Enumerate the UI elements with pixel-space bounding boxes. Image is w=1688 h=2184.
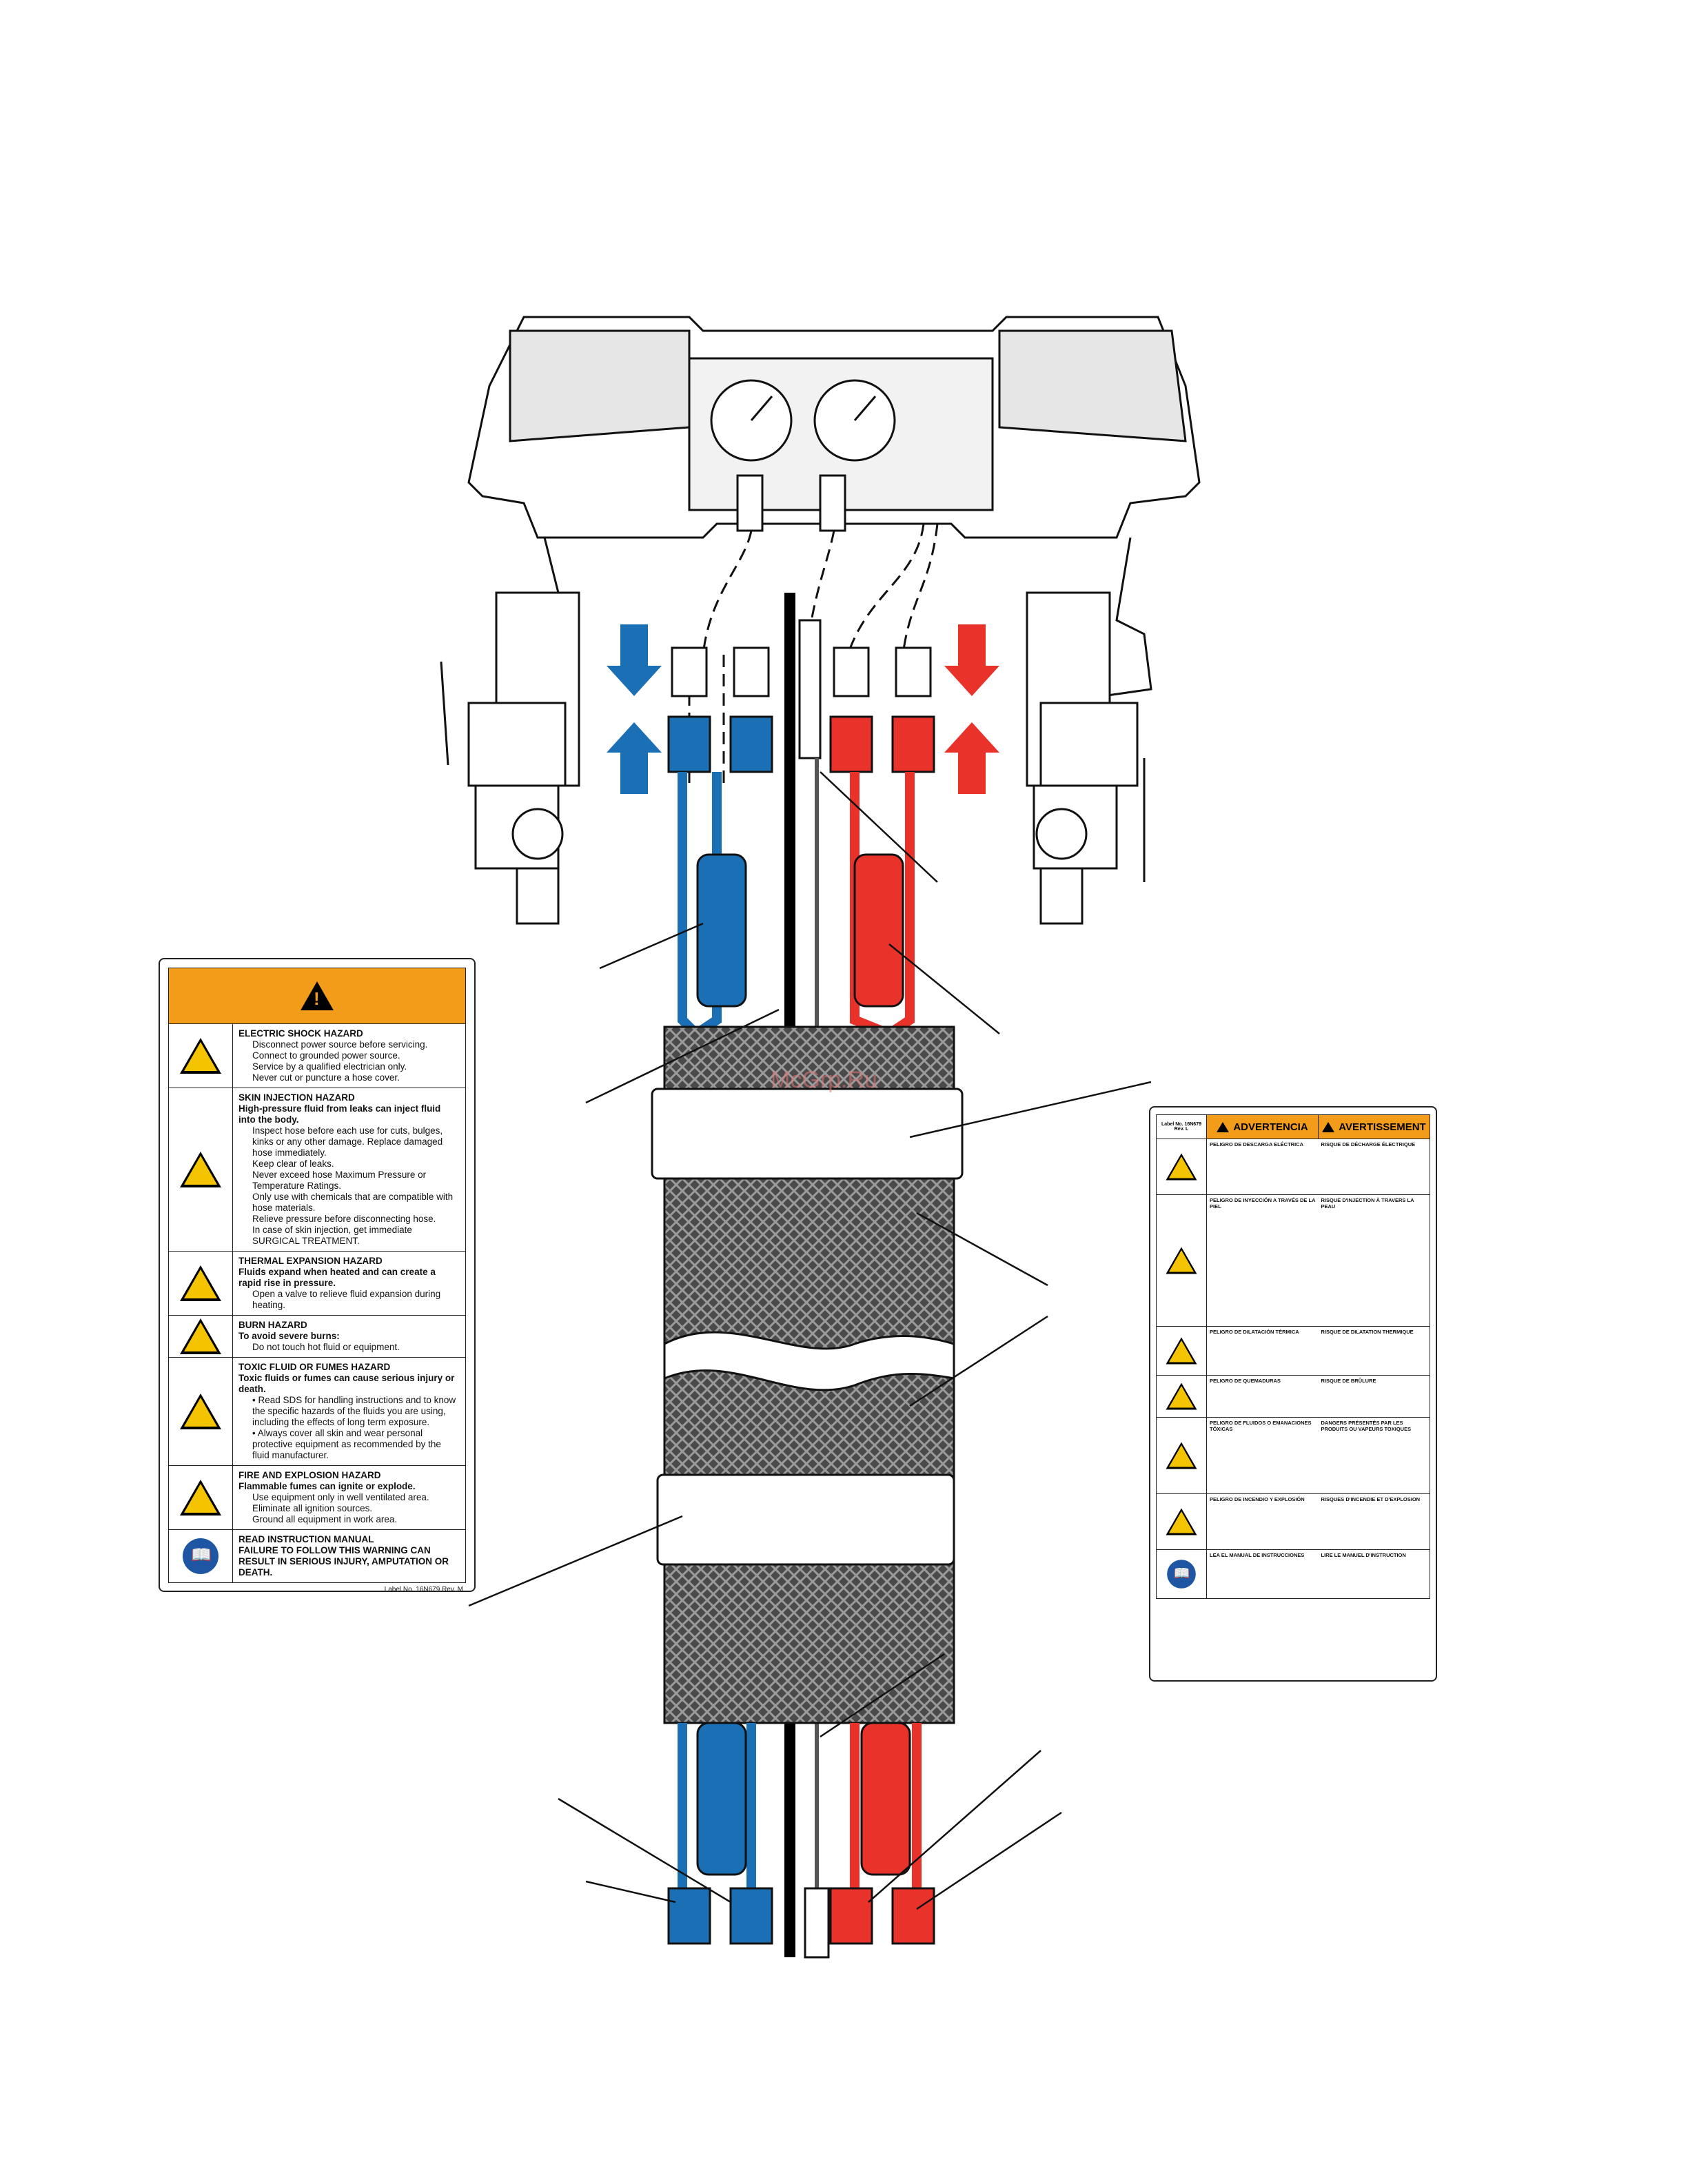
hazard-row-toxic: TOXIC FLUID OR FUMES HAZARD Toxic fluids…	[169, 1358, 465, 1466]
hazard-row-thermal: THERMAL EXPANSION HAZARD Fluids expand w…	[169, 1252, 465, 1316]
thermal-expansion-icon	[1166, 1337, 1197, 1365]
read-manual-icon	[183, 1538, 218, 1574]
ml-row-toxic: PELIGRO DE FLUIDOS O EMANACIONES TÓXICAS…	[1157, 1418, 1430, 1494]
fire-explosion-icon	[180, 1480, 221, 1515]
label-number: Label No. 16N679 Rev. M	[384, 1586, 463, 1592]
header-advertencia: ADVERTENCIA	[1207, 1115, 1319, 1139]
cold-hose-fittings-top	[667, 715, 773, 773]
label-number-ml: Label No. 16N679 Rev. L	[1157, 1115, 1207, 1139]
hazard-row-fire: FIRE AND EXPLOSION HAZARD Flammable fume…	[169, 1466, 465, 1530]
hazard-row-electric: ELECTRIC SHOCK HAZARD Disconnect power s…	[169, 1024, 465, 1088]
cold-flow-arrows	[607, 624, 662, 794]
warning-triangle-icon	[1217, 1121, 1230, 1132]
read-manual-icon	[1167, 1560, 1196, 1589]
thermal-expansion-icon	[180, 1265, 221, 1301]
warning-label-multilingual: Label No. 16N679 Rev. L ADVERTENCIA AVER…	[1149, 1106, 1437, 1682]
top-fittings	[671, 619, 932, 759]
hazard-row-burn: BURN HAZARD To avoid severe burns: Do no…	[169, 1316, 465, 1358]
ml-row-skin-injection: PELIGRO DE INYECCIÓN A TRAVÉS DE LA PIEL…	[1157, 1195, 1430, 1327]
callout-lines	[468, 771, 1152, 1910]
right-valve-assembly	[1026, 591, 1146, 925]
ml-row-read-manual: LEA EL MANUAL DE INSTRUCCIONES LIRE LE M…	[1157, 1550, 1430, 1599]
ml-row-electric: PELIGRO DE DESCARGA ELÉCTRICA RISQUE DE …	[1157, 1139, 1430, 1195]
hazard-title: ELECTRIC SHOCK HAZARD	[238, 1028, 363, 1039]
watermark: McGrp.Ru	[771, 1067, 877, 1093]
warning-label-english: ELECTRIC SHOCK HAZARD Disconnect power s…	[159, 958, 476, 1592]
burn-icon	[180, 1318, 221, 1354]
hot-hose-fittings-top	[829, 715, 935, 773]
cold-hoses-lower	[667, 1722, 773, 1945]
electric-shock-icon	[1166, 1153, 1197, 1181]
warning-rows: ELECTRIC SHOCK HAZARD Disconnect power s…	[168, 1024, 466, 1583]
hazard-row-skin-injection: SKIN INJECTION HAZARD High-pressure flui…	[169, 1088, 465, 1252]
skin-injection-icon	[1166, 1247, 1197, 1274]
fire-explosion-icon	[1166, 1508, 1197, 1535]
electric-shock-icon	[180, 1038, 221, 1074]
hot-hoses-lower	[829, 1722, 935, 1945]
bottom-connector	[804, 1887, 830, 1959]
toxic-fumes-icon	[1166, 1442, 1197, 1469]
multilingual-header: Label No. 16N679 Rev. L ADVERTENCIA AVER…	[1156, 1114, 1430, 1139]
burn-icon	[1166, 1382, 1197, 1410]
multilingual-rows: PELIGRO DE DESCARGA ELÉCTRICA RISQUE DE …	[1156, 1139, 1430, 1599]
hot-flow-arrows	[944, 624, 999, 794]
toxic-fumes-icon	[180, 1394, 221, 1429]
skin-injection-icon	[180, 1152, 221, 1187]
ml-row-burn: PELIGRO DE QUEMADURAS RISQUE DE BRÛLURE	[1157, 1376, 1430, 1418]
warning-header	[168, 968, 466, 1024]
warning-triangle-icon	[1322, 1121, 1335, 1132]
cold-hoses-upper	[678, 772, 747, 1041]
left-valve-assembly	[440, 591, 580, 925]
warning-triangle-icon	[301, 981, 334, 1010]
proportioner-manifold	[467, 316, 1201, 697]
hazard-row-read-manual: READ INSTRUCTION MANUAL FAILURE TO FOLLO…	[169, 1530, 465, 1583]
hose-bundle-wrap	[651, 1025, 964, 1724]
ml-row-fire: PELIGRO DE INCENDIO Y EXPLOSIÓN RISQUES …	[1157, 1494, 1430, 1550]
header-avertissement: AVERTISSEMENT	[1319, 1115, 1430, 1139]
ml-row-thermal: PELIGRO DE DILATACIÓN TÉRMICA RISQUE DE …	[1157, 1327, 1430, 1376]
